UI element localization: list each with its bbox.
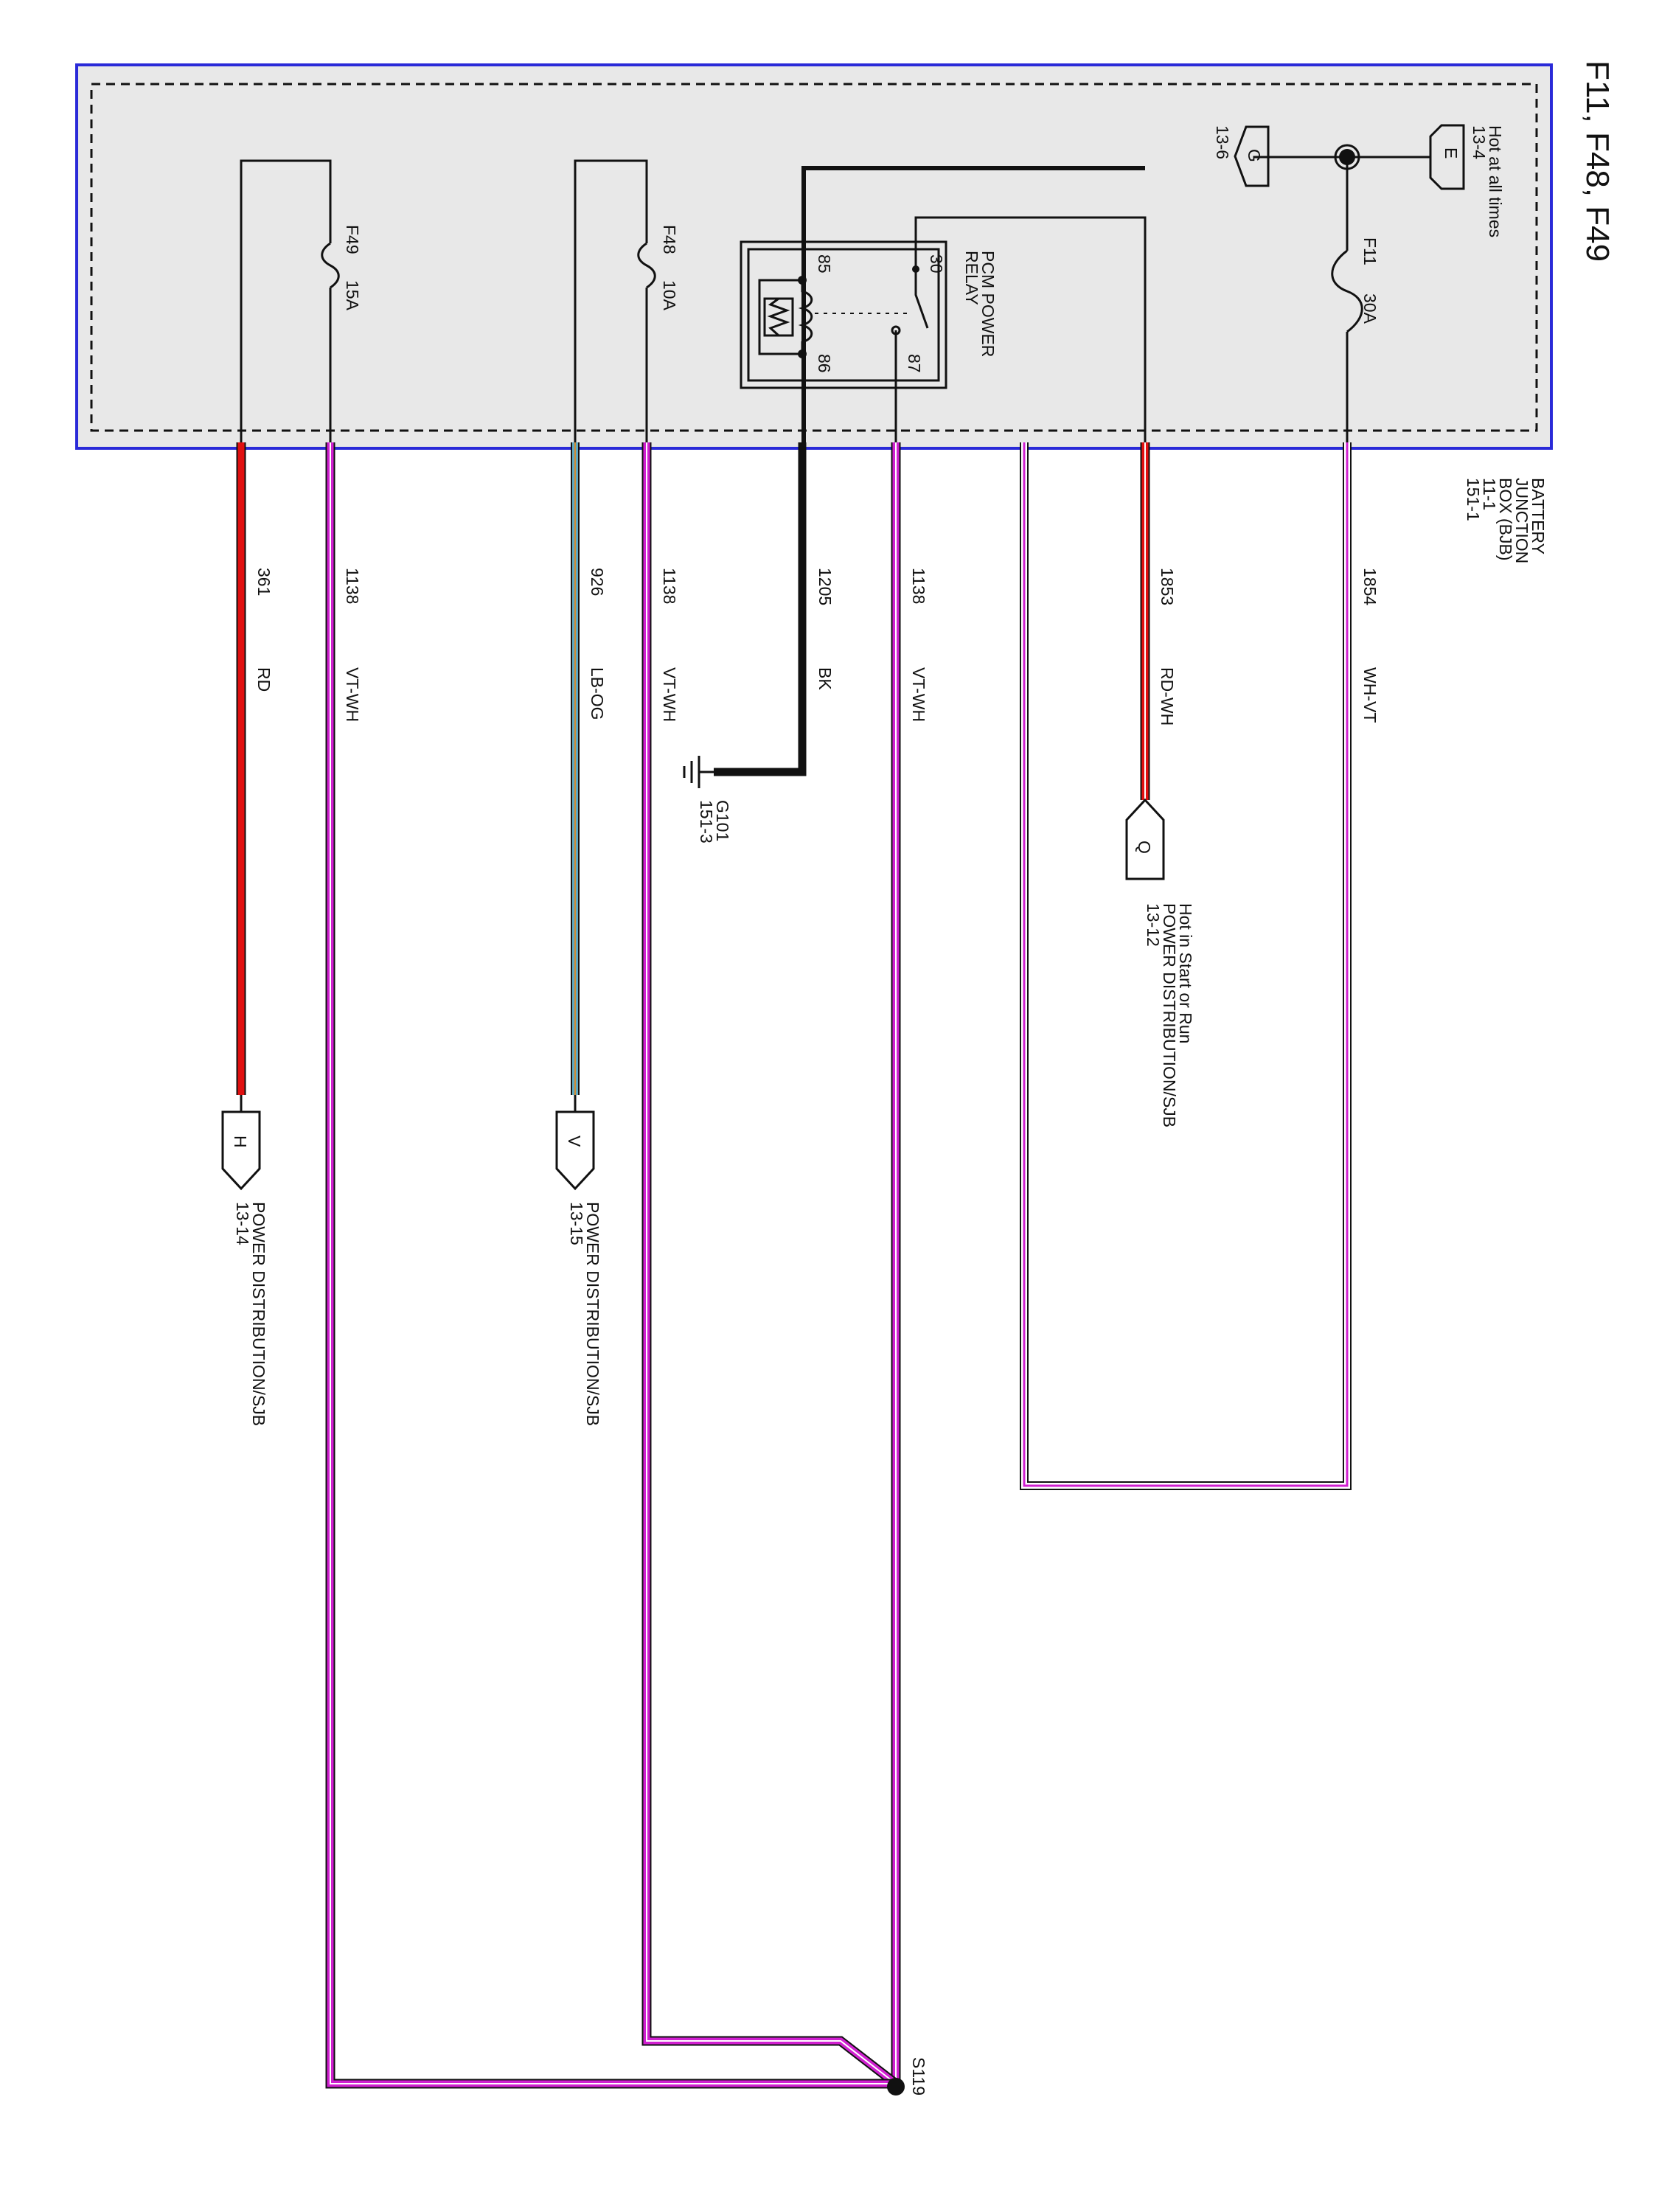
connector-h-label: POWER DISTRIBUTION/SJB (249, 1202, 268, 1426)
f11-name: F11 (1360, 237, 1380, 265)
connector-q (1125, 798, 1165, 880)
f48-name: F48 (660, 225, 679, 254)
connector-g (1234, 125, 1270, 187)
circuit-361-number: 361 (254, 568, 274, 596)
wire-1138-f49 (325, 442, 896, 2089)
connector-q-label2: POWER DISTRIBUTION/SJB (1160, 903, 1179, 1127)
connector-v-ref: 13-15 (567, 1202, 586, 1245)
g-ref: 13-6 (1213, 125, 1232, 159)
ground-g101-symbol (683, 756, 714, 788)
diagram-title: F11, F48, F49 (1579, 60, 1615, 262)
circuit-1138c-number: 1138 (343, 568, 362, 604)
circuit-1205-number: 1205 (815, 568, 835, 605)
f49-name: F49 (343, 225, 362, 254)
connector-g-letter: G (1245, 149, 1264, 162)
connector-h-ref: 13-14 (233, 1202, 252, 1245)
relay-pin-87: 87 (905, 354, 924, 373)
splice-s119-dot (887, 2078, 905, 2096)
f49-rating: 15A (343, 280, 362, 311)
circuit-1854-number: 1854 (1360, 568, 1380, 605)
circuit-926-color: LB-OG (588, 667, 607, 720)
relay-name-line1: PCM POWER (978, 251, 998, 357)
wire-1205 (714, 442, 807, 776)
f11-rating: 30A (1360, 293, 1380, 324)
f48-line (574, 159, 648, 442)
pcm-power-relay (740, 240, 947, 442)
connector-v (555, 1095, 595, 1191)
splice-s119-label: S119 (909, 2057, 928, 2096)
circuit-926-number: 926 (588, 568, 607, 596)
f49-line (240, 159, 332, 442)
e-ref: 13-4 (1470, 125, 1489, 159)
relay-30-feed (914, 216, 1147, 442)
circuit-1138b-color: VT-WH (660, 667, 679, 722)
connector-q-label1: Hot in Start or Run (1176, 903, 1195, 1043)
connector-q-ref: 13-12 (1144, 903, 1163, 947)
relay-pin-85: 85 (815, 254, 834, 274)
svg-text:BOX (BJB): BOX (BJB) (1496, 478, 1515, 560)
circuit-1138c-color: VT-WH (343, 667, 362, 722)
connector-e-letter: E (1441, 147, 1461, 159)
circuit-1138a-number: 1138 (909, 568, 928, 604)
bjb-dashed-outline (90, 83, 1538, 432)
connector-v-label: POWER DISTRIBUTION/SJB (583, 1202, 602, 1426)
f11-fuse-symbol (1331, 249, 1363, 333)
relay-name-line2: RELAY (962, 251, 981, 305)
svg-text:BATTERY: BATTERY (1528, 478, 1548, 554)
svg-text:151-1: 151-1 (1464, 478, 1483, 521)
connector-h-letter: H (231, 1135, 250, 1148)
wire-1138-f48 (641, 442, 899, 2088)
circuit-1853-number: 1853 (1158, 568, 1177, 605)
wire-1854 (1020, 442, 1352, 1490)
svg-text:11-1: 11-1 (1480, 478, 1499, 510)
f48-rating: 10A (660, 280, 679, 311)
circuit-1138b-number: 1138 (660, 568, 679, 604)
ground-ref: 151-3 (697, 800, 716, 844)
connector-h (221, 1095, 261, 1191)
f48-fuse-symbol (637, 242, 656, 289)
bjb-label: BATTERY JUNCTION BOX (BJB) 11-1 151-1 (1464, 478, 1548, 563)
circuit-1854-color: WH-VT (1360, 667, 1380, 723)
f49-fuse-symbol (321, 242, 340, 289)
connector-v-letter: V (565, 1135, 584, 1147)
svg-text:JUNCTION: JUNCTION (1512, 478, 1531, 563)
connector-e (1429, 124, 1465, 190)
circuit-1205-color: BK (815, 667, 835, 690)
relay-pin-30: 30 (927, 254, 946, 274)
circuit-1853-color: RD-WH (1158, 667, 1177, 726)
hot-at-all-times-label: Hot at all times (1486, 125, 1505, 237)
connector-q-letter: Q (1135, 841, 1154, 854)
circuit-361-color: RD (254, 667, 274, 692)
circuit-1138a-color: VT-WH (909, 667, 928, 722)
ground-name: G101 (713, 800, 732, 841)
relay-pin-86: 86 (815, 354, 834, 373)
bjb-box (75, 63, 1553, 450)
